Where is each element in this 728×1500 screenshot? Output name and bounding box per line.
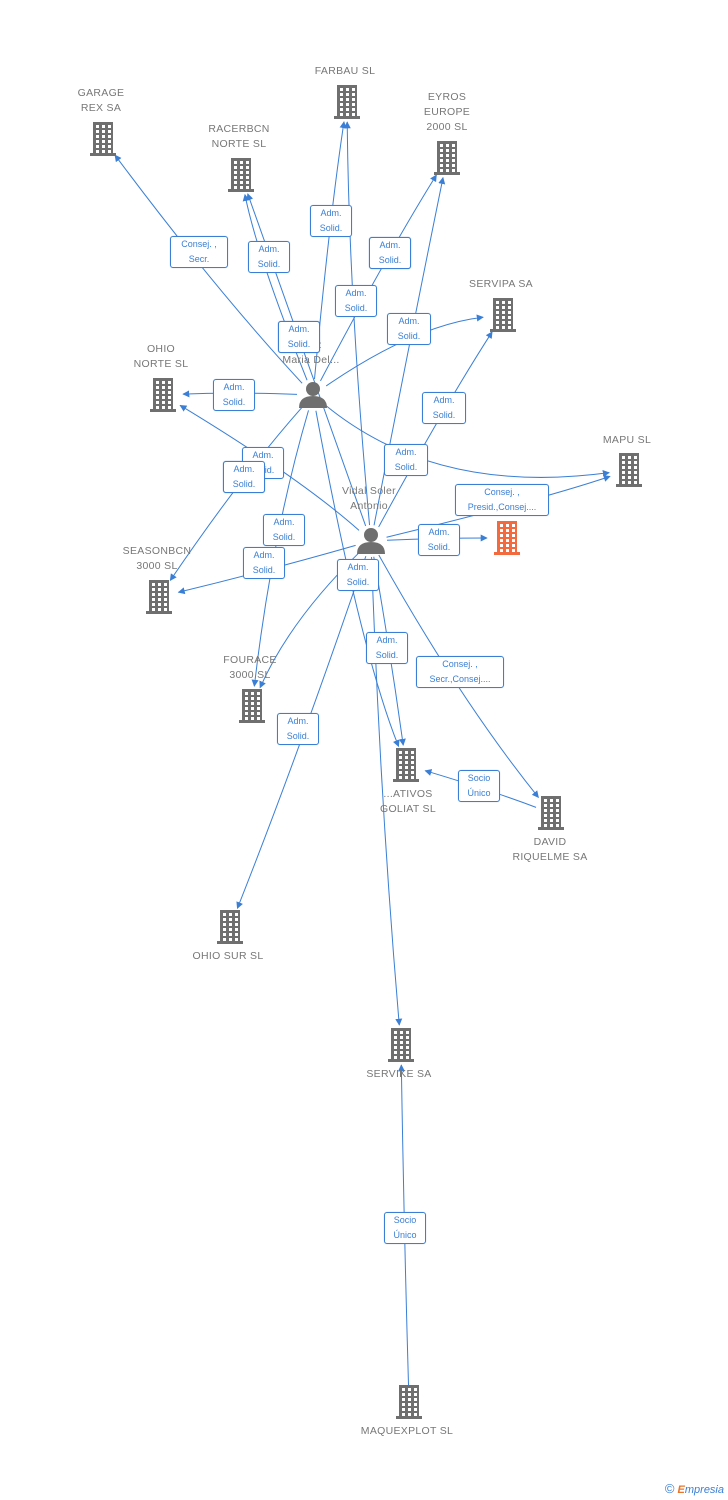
person-icon[interactable] [299, 382, 327, 408]
relation-label[interactable]: Socio Único [458, 770, 500, 802]
building-icon[interactable] [217, 910, 243, 944]
building-icon[interactable] [90, 122, 116, 156]
relation-label[interactable]: Adm. Solid. [223, 461, 265, 493]
relation-label[interactable]: Adm. Solid. [418, 524, 460, 556]
building-icon[interactable] [494, 521, 520, 555]
node-label-servipa[interactable]: SERVIPA SA [469, 278, 533, 290]
building-icon[interactable] [434, 141, 460, 175]
relation-edge [325, 404, 610, 478]
relation-edge [373, 176, 446, 526]
node-label-maquexplot[interactable]: MAQUEXPLOT SL [360, 1425, 454, 1437]
relation-label[interactable]: Adm. Solid. [213, 379, 255, 411]
empresia-watermark: © Empresia [665, 1481, 724, 1496]
relation-edge [315, 410, 400, 748]
brand-initial: E [677, 1484, 685, 1496]
node-label-david[interactable]: DAVID RIQUELME SA [512, 836, 588, 863]
building-icon[interactable] [616, 453, 642, 487]
person-icon[interactable] [357, 528, 385, 554]
relation-label[interactable]: Adm. Solid. [277, 713, 319, 745]
node-label-fourace[interactable]: FOURACE 3000 SL [223, 654, 277, 681]
copyright-icon: © [664, 1481, 675, 1496]
relation-label[interactable]: Adm. Solid. [263, 514, 305, 546]
building-icon[interactable] [388, 1028, 414, 1062]
relation-label[interactable]: Adm. Solid. [387, 313, 431, 345]
building-icon[interactable] [393, 748, 419, 782]
building-icon[interactable] [146, 580, 172, 614]
relation-edge [371, 556, 403, 1026]
relation-label[interactable]: Socio Único [384, 1212, 426, 1244]
building-icon[interactable] [239, 689, 265, 723]
node-label-servike[interactable]: SERVIKE SA [366, 1068, 432, 1080]
relation-label[interactable]: Consej. , Secr. [170, 236, 228, 268]
node-label-seasonbcn[interactable]: SEASONBCN 3000 SL [122, 545, 192, 572]
relation-label[interactable]: Consej. , Presid.,Consej.... [455, 484, 549, 516]
relation-edge [378, 554, 539, 798]
node-icons [90, 85, 642, 1419]
relation-label[interactable]: Adm. Solid. [335, 285, 377, 317]
relation-label[interactable]: Adm. Solid. [369, 237, 411, 269]
relation-label[interactable]: Consej. , Secr.,Consej.... [416, 656, 504, 688]
relation-label[interactable]: Adm. Solid. [384, 444, 428, 476]
building-icon[interactable] [538, 796, 564, 830]
relation-label[interactable]: Adm. Solid. [310, 205, 352, 237]
node-label-farbau[interactable]: FARBAU SL [314, 65, 376, 77]
node-label-ohionorte[interactable]: OHIO NORTE SL [133, 343, 189, 370]
building-icon[interactable] [396, 1385, 422, 1419]
node-label-racerbcn[interactable]: RACERBCN NORTE SL [208, 123, 270, 150]
relation-edge [114, 154, 303, 384]
node-label-eyros[interactable]: EYROS EUROPE 2000 SL [423, 91, 471, 133]
node-label-garage[interactable]: GARAGE REX SA [77, 87, 125, 114]
building-icon[interactable] [150, 378, 176, 412]
relation-label[interactable]: Adm. Solid. [337, 559, 379, 591]
node-label-ohiosur[interactable]: OHIO SUR SL [192, 950, 264, 962]
relation-label[interactable]: Adm. Solid. [243, 547, 285, 579]
building-icon[interactable] [490, 298, 516, 332]
brand-name: mpresia [684, 1484, 724, 1496]
building-icon[interactable] [334, 85, 360, 119]
relation-label[interactable]: Adm. Solid. [248, 241, 290, 273]
node-label-goliat[interactable]: ...ATIVOS GOLIAT SL [380, 788, 436, 815]
relation-label[interactable]: Adm. Solid. [422, 392, 466, 424]
node-label-mapu[interactable]: MAPU SL [602, 434, 652, 446]
building-icon[interactable] [228, 158, 254, 192]
relation-edge [179, 404, 360, 531]
relation-label[interactable]: Adm. Solid. [366, 632, 408, 664]
relation-label[interactable]: Adm. Solid. [278, 321, 320, 353]
node-label-vidal[interactable]: Vidal Soler Antonio [342, 485, 396, 512]
